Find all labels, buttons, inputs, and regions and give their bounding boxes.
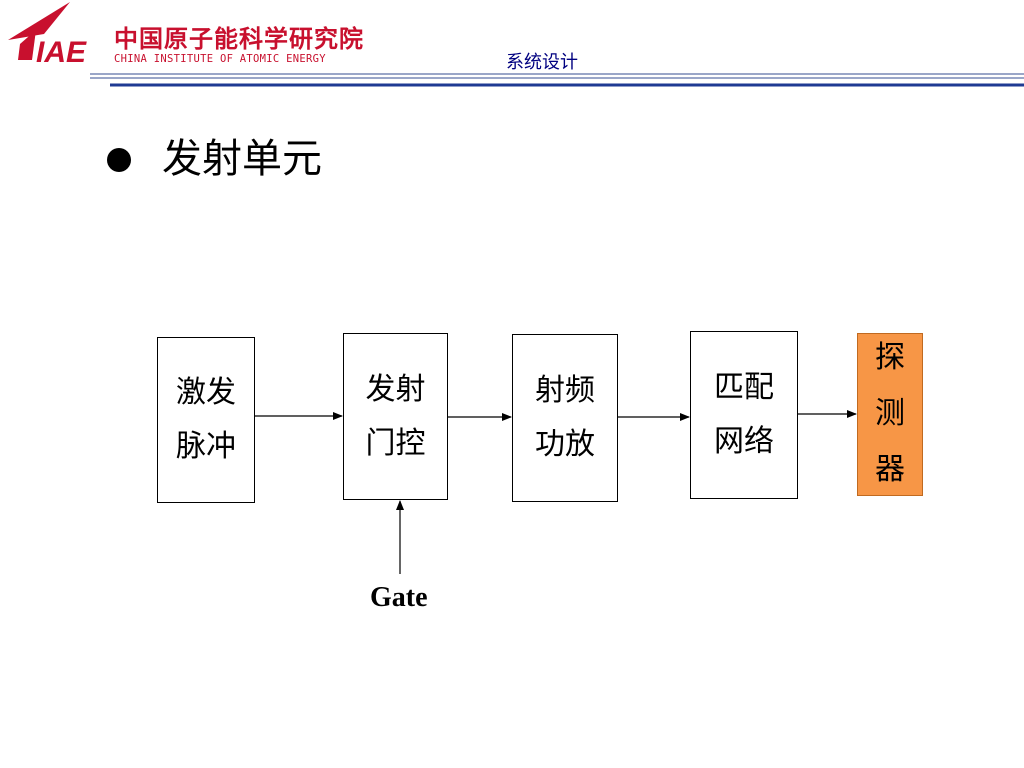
section-title: 系统设计	[506, 52, 578, 73]
logo-mark-text: IAE	[36, 36, 87, 69]
block-transmit-gate: 发射门控	[343, 333, 448, 500]
bullet-icon	[107, 148, 131, 172]
block-label: 射频功放	[535, 373, 595, 462]
block-detector: 探测器	[857, 333, 923, 496]
block-label: 探测器	[875, 340, 905, 487]
block-label: 激发脉冲	[176, 375, 236, 464]
gate-label: Gate	[370, 582, 428, 613]
iae-logo-icon: IAE	[8, 2, 87, 69]
block-label: 发射门控	[365, 371, 426, 461]
institute-name-en: CHINA INSTITUTE OF ATOMIC ENERGY	[114, 53, 326, 65]
slide-heading: 发射单元	[162, 136, 322, 182]
institute-logo: IAE 中国原子能科学研究院 CHINA INSTITUTE OF ATOMIC…	[0, 0, 363, 76]
header-rule	[90, 73, 1024, 87]
block-rf-power-amp: 射频功放	[512, 334, 618, 502]
block-excitation-pulse: 激发脉冲	[157, 337, 255, 503]
block-matching-network: 匹配网络	[690, 331, 798, 499]
block-label: 匹配网络	[714, 370, 774, 459]
institute-name-cn: 中国原子能科学研究院	[114, 25, 364, 53]
